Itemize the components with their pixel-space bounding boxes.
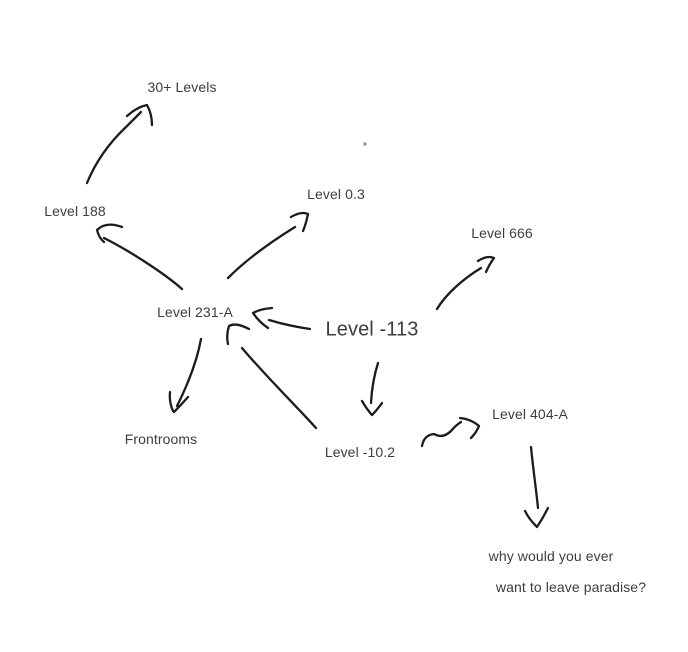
node-level-231-a: Level 231-A bbox=[157, 303, 233, 320]
arrow-level-231-a-to-frontrooms bbox=[168, 337, 203, 414]
node-level-404-a: Level 404-A bbox=[492, 405, 568, 422]
node-frontrooms: Frontrooms bbox=[124, 430, 198, 447]
node-level-188: Level 188 bbox=[44, 202, 106, 219]
node-30-plus-levels: 30+ Levels bbox=[147, 78, 217, 95]
arrow-level-404-a-to-paradise-note bbox=[523, 445, 550, 529]
node-level-10-2: Level -10.2 bbox=[324, 443, 396, 460]
arrow-level-188-to-30-plus-levels bbox=[85, 103, 154, 185]
arrow-level-231-a-to-level-188 bbox=[95, 223, 184, 291]
node-level-666: Level 666 bbox=[471, 224, 533, 241]
arrow-level-10-2-to-level-404-a bbox=[420, 416, 481, 448]
arrow-level-231-a-to-level-0-3 bbox=[226, 211, 310, 280]
stray-ink-dot bbox=[363, 142, 367, 146]
node-note-line-1: why would you ever bbox=[488, 547, 614, 564]
node-level-0-3: Level 0.3 bbox=[307, 185, 365, 202]
arrow-level-113-to-level-10-2 bbox=[360, 361, 384, 417]
arrow-level-10-2-to-level-231-a bbox=[226, 323, 318, 430]
node-level-113: Level -113 bbox=[325, 318, 419, 341]
arrow-level-113-to-level-666 bbox=[435, 255, 496, 311]
arrow-level-113-to-level-231-a bbox=[251, 306, 312, 331]
node-note-line-2: want to leave paradise? bbox=[495, 578, 647, 595]
